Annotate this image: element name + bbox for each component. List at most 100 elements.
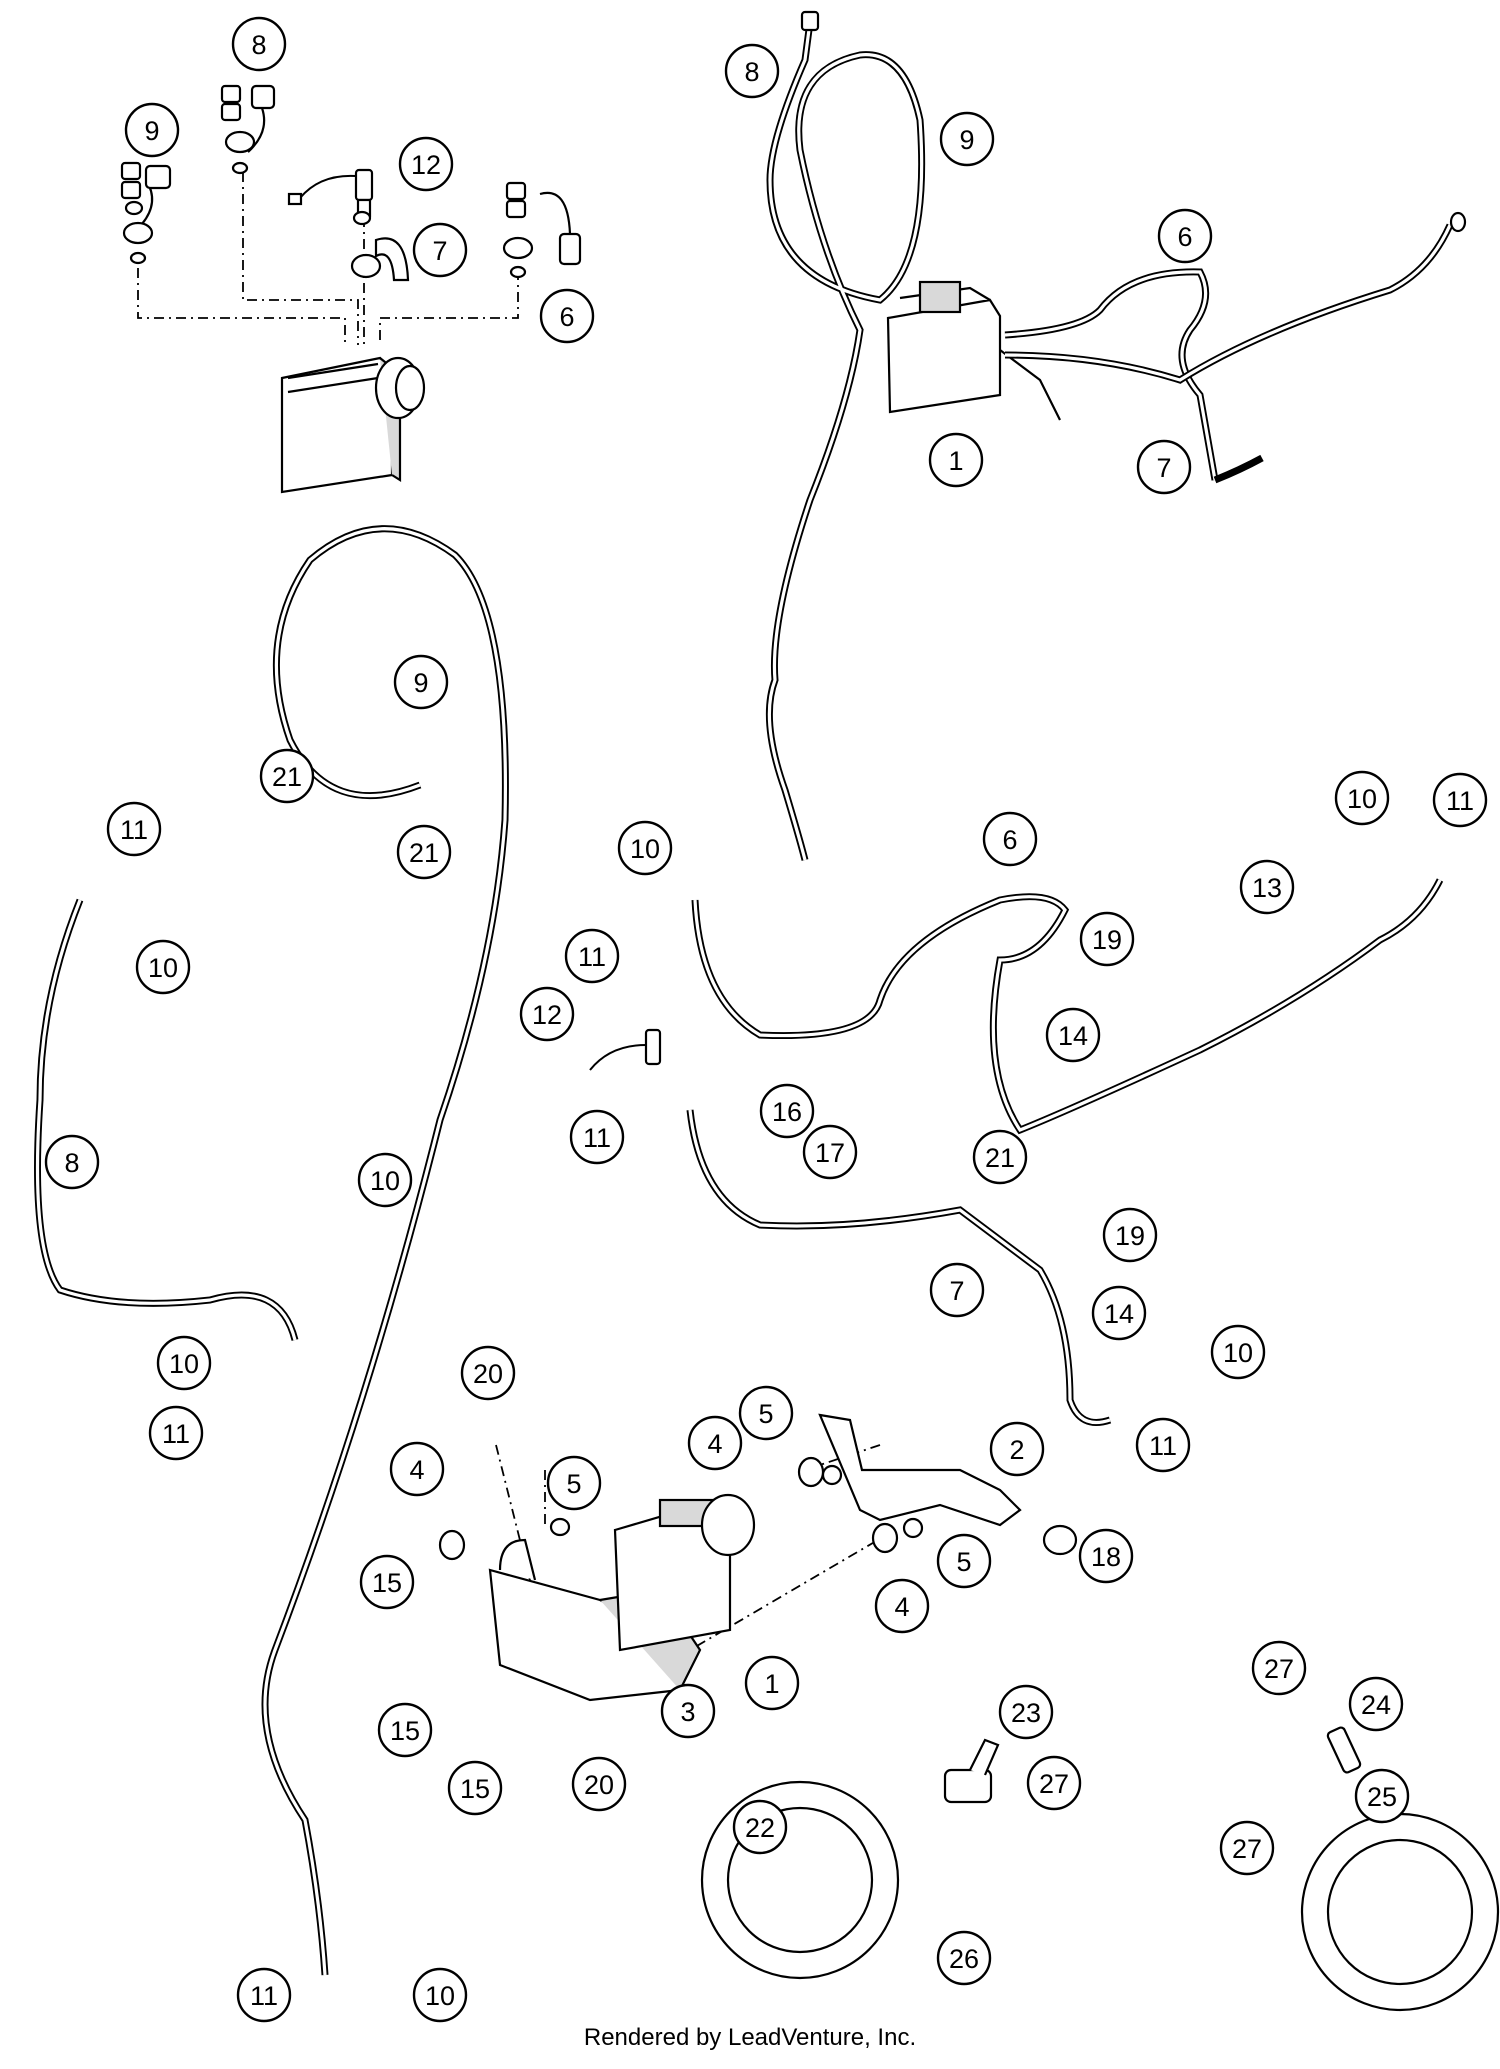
callout-19: 19 [1079, 911, 1135, 967]
callout-label: 27 [1232, 1834, 1262, 1864]
callout-11: 11 [148, 1405, 204, 1461]
callout-label: 11 [1446, 786, 1474, 816]
callout-23: 23 [998, 1684, 1054, 1740]
callout-4: 4 [389, 1441, 445, 1497]
callout-6: 6 [982, 811, 1038, 867]
callout-5: 5 [546, 1455, 602, 1511]
callout-label: 10 [1347, 784, 1377, 814]
callout-label: 19 [1115, 1221, 1145, 1251]
callout-label: 22 [745, 1813, 775, 1843]
callout-11: 11 [569, 1109, 625, 1165]
callout-label: 1 [948, 446, 963, 476]
callout-label: 15 [460, 1774, 490, 1804]
callout-label: 21 [985, 1143, 1015, 1173]
callout-5: 5 [738, 1385, 794, 1441]
exploded-brake-lines [34, 525, 1444, 1976]
callout-label: 8 [744, 57, 759, 87]
callout-25: 25 [1354, 1768, 1410, 1824]
callout-label: 20 [584, 1770, 614, 1800]
callout-21: 21 [259, 748, 315, 804]
callout-2: 2 [989, 1421, 1045, 1477]
callout-12: 12 [398, 136, 454, 192]
callout-label: 5 [758, 1399, 773, 1429]
callout-label: 5 [566, 1469, 581, 1499]
callout-27: 27 [1219, 1820, 1275, 1876]
callout-10: 10 [357, 1152, 413, 1208]
callout-label: 2 [1009, 1435, 1024, 1465]
callout-label: 6 [1177, 222, 1192, 252]
callout-10: 10 [617, 820, 673, 876]
callout-4: 4 [874, 1578, 930, 1634]
callout-label: 14 [1104, 1299, 1134, 1329]
callout-14: 14 [1091, 1285, 1147, 1341]
callout-10: 10 [1334, 770, 1390, 826]
callout-label: 21 [409, 838, 439, 868]
callout-label: 18 [1091, 1542, 1121, 1572]
callout-label: 4 [707, 1429, 722, 1459]
callout-4: 4 [687, 1415, 743, 1471]
callout-15: 15 [359, 1554, 415, 1610]
callout-label: 8 [251, 30, 266, 60]
callout-label: 15 [390, 1716, 420, 1746]
callout-label: 25 [1367, 1782, 1397, 1812]
callout-label: 7 [1156, 453, 1171, 483]
callout-label: 15 [372, 1568, 402, 1598]
callout-label: 24 [1361, 1690, 1391, 1720]
callout-1: 1 [928, 432, 984, 488]
callout-20: 20 [460, 1345, 516, 1401]
callout-22: 22 [732, 1799, 788, 1855]
callout-label: 10 [425, 1981, 455, 2011]
callout-label: 11 [120, 815, 148, 845]
callout-label: 23 [1011, 1698, 1041, 1728]
callout-15: 15 [447, 1760, 503, 1816]
abs-unit-exploded [438, 1413, 1078, 1702]
callout-8: 8 [231, 16, 287, 72]
callout-19: 19 [1102, 1207, 1158, 1263]
callout-label: 6 [559, 302, 574, 332]
callout-12: 12 [519, 986, 575, 1042]
callout-label: 10 [148, 953, 178, 983]
callout-label: 10 [1223, 1338, 1253, 1368]
callout-11: 11 [106, 801, 162, 857]
callout-13: 13 [1239, 859, 1295, 915]
callout-9: 9 [939, 111, 995, 167]
callout-7: 7 [412, 222, 468, 278]
callout-8: 8 [44, 1134, 100, 1190]
installed-assembly [765, 10, 1467, 861]
callout-label: 16 [772, 1097, 802, 1127]
callout-3: 3 [660, 1683, 716, 1739]
callout-label: 26 [949, 1944, 979, 1974]
callout-label: 8 [64, 1148, 79, 1178]
callout-21: 21 [972, 1129, 1028, 1185]
callout-26: 26 [936, 1930, 992, 1986]
callout-label: 21 [272, 762, 302, 792]
callout-label: 11 [583, 1123, 611, 1153]
callout-label: 5 [956, 1547, 971, 1577]
inset-abs-unit [120, 84, 582, 494]
callout-10: 10 [1210, 1324, 1266, 1380]
callout-label: 27 [1264, 1654, 1294, 1684]
callout-10: 10 [412, 1967, 468, 2023]
callout-10: 10 [135, 939, 191, 995]
callout-label: 11 [250, 1981, 278, 2011]
callout-label: 7 [949, 1276, 964, 1306]
callout-label: 12 [532, 1000, 562, 1030]
callout-5: 5 [936, 1533, 992, 1589]
callout-label: 19 [1092, 925, 1122, 955]
callout-label: 4 [409, 1455, 424, 1485]
callout-label: 10 [169, 1349, 199, 1379]
callout-label: 3 [680, 1697, 695, 1727]
callout-label: 11 [578, 942, 606, 972]
callout-label: 4 [894, 1592, 909, 1622]
callout-11: 11 [564, 928, 620, 984]
callout-27: 27 [1026, 1755, 1082, 1811]
callout-6: 6 [539, 288, 595, 344]
callout-9: 9 [393, 654, 449, 710]
callout-label: 9 [959, 125, 974, 155]
callout-15: 15 [377, 1702, 433, 1758]
callout-18: 18 [1078, 1528, 1134, 1584]
callout-11: 11 [1432, 772, 1488, 828]
callout-7: 7 [929, 1262, 985, 1318]
callout-1: 1 [744, 1655, 800, 1711]
callout-14: 14 [1045, 1007, 1101, 1063]
